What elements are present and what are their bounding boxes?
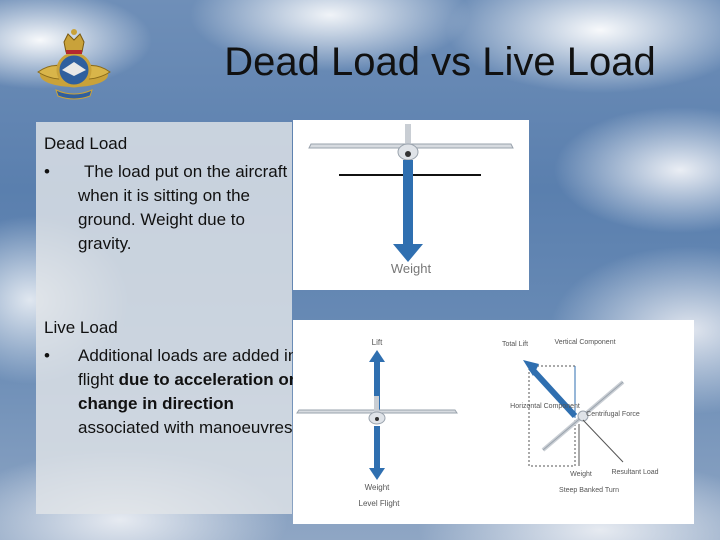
air-cadet-crest-logo <box>37 29 111 100</box>
weight-label-turn: Weight <box>570 471 592 478</box>
weight-label-level: Weight <box>365 483 391 492</box>
resultant-load-label: Resultant Load <box>611 469 658 476</box>
total-lift-label: Total Lift <box>502 341 528 348</box>
lift-arrow <box>374 360 380 416</box>
live-load-diagram-svg: Lift Weight Level Flight Total Lift Vert… <box>296 338 659 508</box>
bullet-marker: • <box>44 162 50 181</box>
live-load-text-bold: due to acceleration or change in directi… <box>78 370 296 413</box>
horizontal-component-label: Horizontal Component <box>510 403 580 410</box>
text-panel: Dead Load • The load put on the aircraft… <box>36 122 297 514</box>
vertical-component-label: Vertical Component <box>554 339 615 346</box>
weight-arrow-level <box>374 426 380 470</box>
bullet-marker: • <box>44 346 50 365</box>
weight-label: Weight <box>391 261 432 276</box>
live-load-text-plain: Additional loads are added in flight <box>78 346 298 389</box>
live-load-text-end: associated with manoeuvres <box>78 418 293 437</box>
caption-steep-banked-turn: Steep Banked Turn <box>559 487 619 494</box>
lift-label: Lift <box>372 338 383 347</box>
weight-arrow <box>403 160 413 246</box>
live-load-text: Additional loads are added in flight due… <box>78 344 298 440</box>
live-load-heading: Live Load <box>44 318 118 337</box>
centrifugal-force-label: Centrifugal Force <box>586 411 640 418</box>
caption-level-flight: Level Flight <box>359 499 401 508</box>
dead-load-diagram-svg: Weight <box>308 124 514 276</box>
slide-title: Dead Load vs Live Load <box>224 40 656 84</box>
dead-load-diagram: Weight <box>293 120 529 290</box>
dead-load-heading: Dead Load <box>44 134 128 153</box>
live-load-diagram: Lift Weight Level Flight Total Lift Vert… <box>293 320 694 524</box>
dead-load-text: The load put on the aircraft when it is … <box>78 162 288 253</box>
